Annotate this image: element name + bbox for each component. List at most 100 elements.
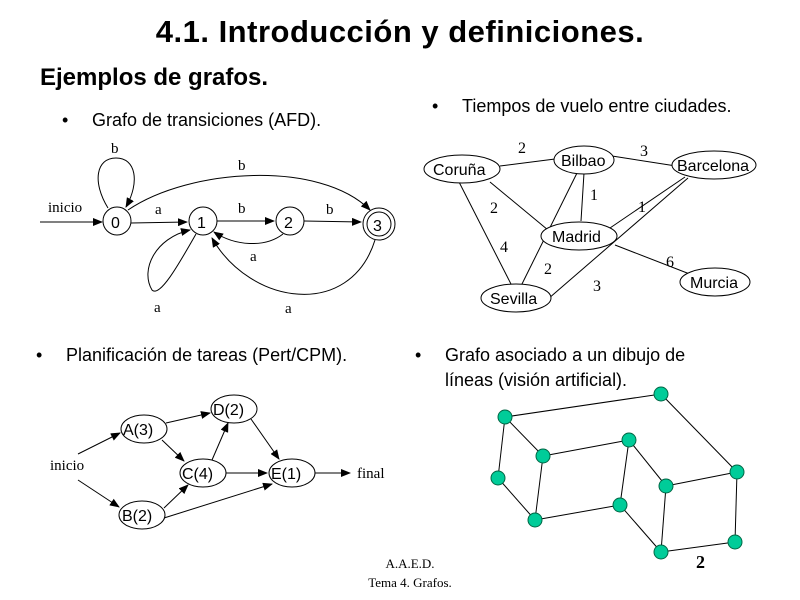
city-murcia-label: Murcia	[690, 275, 738, 292]
task-b-label: B(2)	[122, 508, 152, 525]
vuelo-edge-madrid-murcia	[614, 244, 701, 279]
afd-label-a: a	[285, 301, 292, 317]
task-b	[118, 500, 166, 530]
afd-state-0	[102, 206, 132, 236]
afd-state-3-outer	[362, 207, 396, 241]
city-coruna-label: Coruña	[433, 162, 486, 179]
weight-bilbao-sevilla: 2	[544, 261, 552, 278]
city-sevilla-label: Sevilla	[490, 291, 537, 308]
vision-node	[729, 464, 745, 480]
afd-edge-2-3	[303, 217, 362, 226]
afd-label-a: a	[155, 202, 162, 218]
vision-node	[653, 386, 669, 402]
bullet-dot-icon: •	[432, 96, 439, 116]
footer: A.A.E.D. Tema 4. Grafos.	[330, 554, 490, 592]
afd-edge-1-1	[147, 228, 197, 292]
vision-node	[527, 512, 543, 528]
vision-node	[653, 544, 669, 560]
weight-bilbao-barcelona: 3	[640, 143, 648, 160]
afd-graph: inicio 0 1 2 3 b a b b b a a a	[40, 141, 396, 317]
task-a-label: A(3)	[123, 422, 153, 439]
city-murcia	[679, 267, 751, 297]
vuelo-edge-barcelona-madrid	[609, 176, 686, 229]
pert-edge-d-e	[250, 418, 280, 460]
weight-coruna-bilbao: 2	[518, 140, 526, 157]
pert-edge-inicio-a	[77, 432, 121, 455]
weight-coruna-madrid: 2	[490, 200, 498, 217]
bullet-vision-text-2: líneas (visión artificial).	[445, 370, 628, 390]
afd-state-0-label: 0	[111, 215, 120, 232]
bullet-dot-icon: •	[62, 110, 69, 130]
city-coruna	[423, 154, 501, 184]
bullet-vuelo-text: Tiempos de vuelo entre ciudades.	[462, 96, 732, 116]
city-barcelona-label: Barcelona	[677, 158, 749, 175]
afd-state-3-label: 3	[373, 218, 382, 235]
vision-node	[727, 534, 743, 550]
afd-edge-0-3	[127, 174, 371, 211]
vuelo-edge-bilbao-madrid	[580, 172, 585, 222]
vision-node	[612, 497, 628, 513]
slide-title: 4.1. Introducción y definiciones.	[155, 14, 645, 49]
footer-topic: Tema 4. Grafos.	[368, 575, 452, 590]
pert-edge-b-e	[163, 482, 273, 519]
city-sevilla	[480, 283, 552, 313]
pert-edge-a-c	[161, 439, 185, 462]
afd-start-label: inicio	[48, 200, 82, 216]
pert-edge-c-d	[211, 422, 229, 461]
bullet-dot-icon: •	[415, 345, 422, 365]
bullet-vision: • Grafo asociado a un dibujo de líneas (v…	[415, 343, 685, 393]
afd-state-2-label: 2	[284, 215, 293, 232]
task-c-label: C(4)	[182, 466, 213, 483]
vision-node	[621, 432, 637, 448]
afd-label-b: b	[238, 158, 246, 174]
bullet-pert-text: Planificación de tareas (Pert/CPM).	[66, 345, 348, 365]
task-e-label: E(1)	[271, 466, 301, 483]
vision-graph	[490, 386, 745, 560]
vision-node	[490, 470, 506, 486]
afd-state-1-label: 1	[197, 215, 206, 232]
vuelo-edge-coruna-bilbao	[499, 158, 556, 167]
vuelo-graph: Coruña Bilbao Barcelona Madrid Sevilla M…	[423, 140, 757, 313]
bullet-pert: • Planificación de tareas (Pert/CPM).	[36, 345, 347, 366]
pert-edge-b-c	[163, 484, 189, 509]
city-bilbao-label: Bilbao	[561, 153, 606, 170]
bullet-vuelo: • Tiempos de vuelo entre ciudades.	[432, 96, 732, 117]
afd-edge-0-0	[97, 157, 135, 209]
vuelo-edge-barcelona-sevilla	[547, 177, 689, 300]
afd-label-b: b	[111, 141, 119, 157]
slide-subtitle: Ejemplos de grafos.	[40, 64, 269, 91]
afd-state-3	[366, 211, 392, 237]
city-madrid-label: Madrid	[552, 229, 601, 246]
pert-end-label: final	[357, 466, 385, 482]
pert-graph: inicio final A(3) B(2) C(4) D(2) E(1)	[50, 394, 385, 530]
vuelo-edge-coruna-madrid	[489, 181, 549, 231]
city-barcelona	[671, 150, 757, 180]
pert-edge-a-d	[165, 411, 211, 424]
footer-course: A.A.E.D.	[385, 556, 435, 571]
afd-edge-0-1	[130, 218, 188, 227]
vuelo-edge-bilbao-barcelona	[611, 155, 677, 167]
weight-bilbao-madrid: 1	[590, 187, 598, 204]
pert-edge-inicio-b	[77, 479, 120, 508]
bullet-afd: • Grafo de transiciones (AFD).	[62, 110, 321, 131]
bullet-vision-text-1: Grafo asociado a un dibujo de	[445, 345, 686, 365]
afd-label-b: b	[238, 201, 246, 217]
city-madrid	[540, 221, 618, 251]
weight-madrid-sevilla: 3	[593, 278, 601, 295]
weight-barcelona-madrid: 1	[638, 199, 646, 216]
weight-coruna-sevilla: 4	[500, 239, 508, 256]
pert-start-label: inicio	[50, 458, 84, 474]
afd-label-a: a	[154, 300, 161, 316]
vision-node	[497, 409, 513, 425]
bullet-dot-icon: •	[36, 345, 43, 365]
page-number: 2	[696, 552, 705, 572]
bullet-afd-text: Grafo de transiciones (AFD).	[92, 110, 322, 130]
task-d	[210, 394, 258, 424]
afd-edge-3-1	[211, 237, 376, 295]
vuelo-edge-coruna-sevilla	[457, 179, 514, 289]
task-d-label: D(2)	[213, 402, 244, 419]
vision-node	[658, 478, 674, 494]
task-a	[120, 414, 168, 444]
weight-madrid-murcia: 6	[666, 254, 674, 271]
